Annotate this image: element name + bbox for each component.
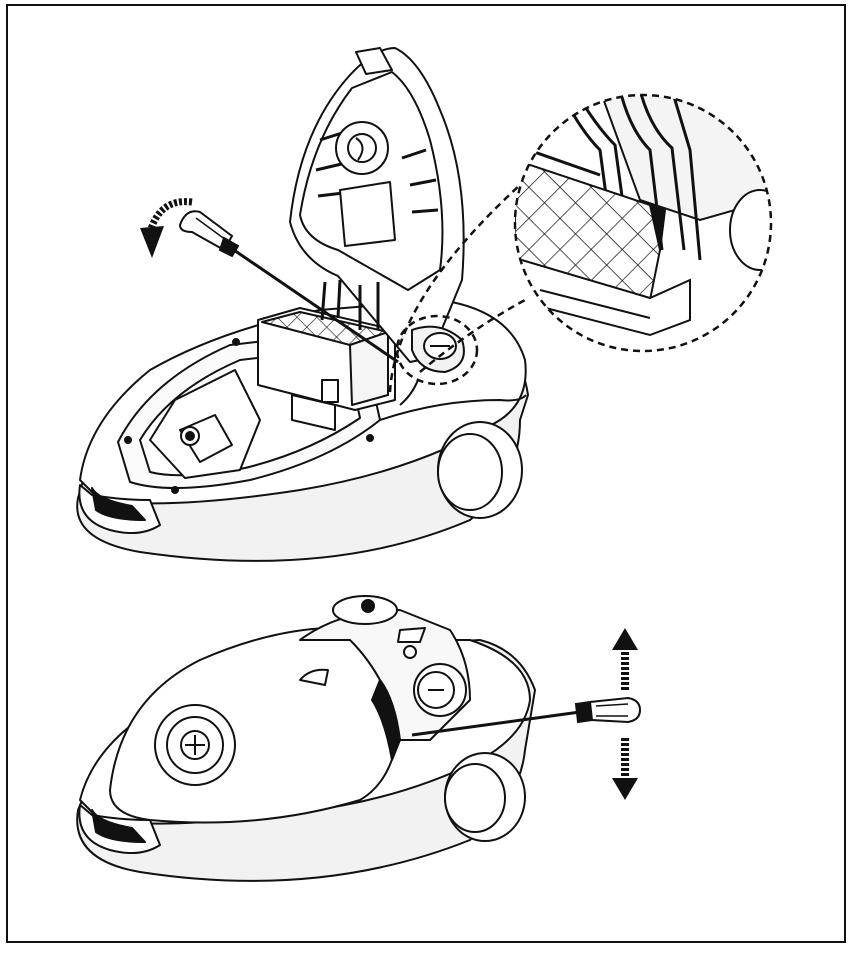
rear-wheel-hub — [444, 763, 506, 833]
vacuum-open-illustration — [76, 47, 529, 562]
zoom-filter-frame — [515, 256, 691, 337]
front-handle-slot — [91, 487, 146, 521]
rivet — [124, 436, 132, 444]
vacuum-closed-illustration — [76, 595, 536, 882]
zoom-round-edge — [729, 189, 771, 271]
screwdriver-handle — [588, 696, 642, 724]
indicator-light — [403, 645, 417, 659]
screwdriver-collar — [218, 236, 240, 258]
screwdriver-top — [178, 210, 399, 364]
zoom-screwdriver-tip — [649, 204, 667, 251]
vent-swirl — [355, 137, 364, 161]
lid-inner — [299, 71, 444, 291]
hinge-tubes — [320, 279, 380, 330]
rivet — [232, 338, 240, 346]
lid-ribs — [315, 130, 439, 214]
lid-handle — [355, 47, 393, 75]
shell-seam — [399, 379, 419, 406]
lid-cavity — [339, 181, 396, 247]
screwdriver-shaft — [411, 710, 581, 737]
handle-groove — [195, 217, 227, 241]
filter-latch — [291, 394, 336, 431]
screwdriver-bottom — [411, 696, 642, 737]
handle-grooves — [595, 703, 629, 717]
rear-wheel-hub — [437, 433, 503, 511]
screwdriver-shaft — [227, 244, 399, 364]
front-handle-slot — [91, 809, 146, 843]
power-knob-center — [361, 599, 375, 613]
lid-emblem — [299, 668, 329, 686]
callout-leader-lines — [388, 184, 526, 393]
rivet — [366, 434, 374, 442]
filter-tab — [321, 379, 339, 403]
zoom-filter-mesh — [515, 158, 662, 302]
up-down-arrows — [612, 628, 638, 800]
shell-band — [379, 394, 527, 421]
hose-inlet-cross — [185, 735, 205, 755]
side-grip-panel — [371, 679, 401, 761]
rivet — [171, 486, 179, 494]
indicator-slider — [397, 627, 426, 643]
magnified-detail-callout — [513, 93, 773, 353]
rotation-arrow — [140, 198, 193, 258]
bag-holder-hole-center — [185, 431, 195, 441]
